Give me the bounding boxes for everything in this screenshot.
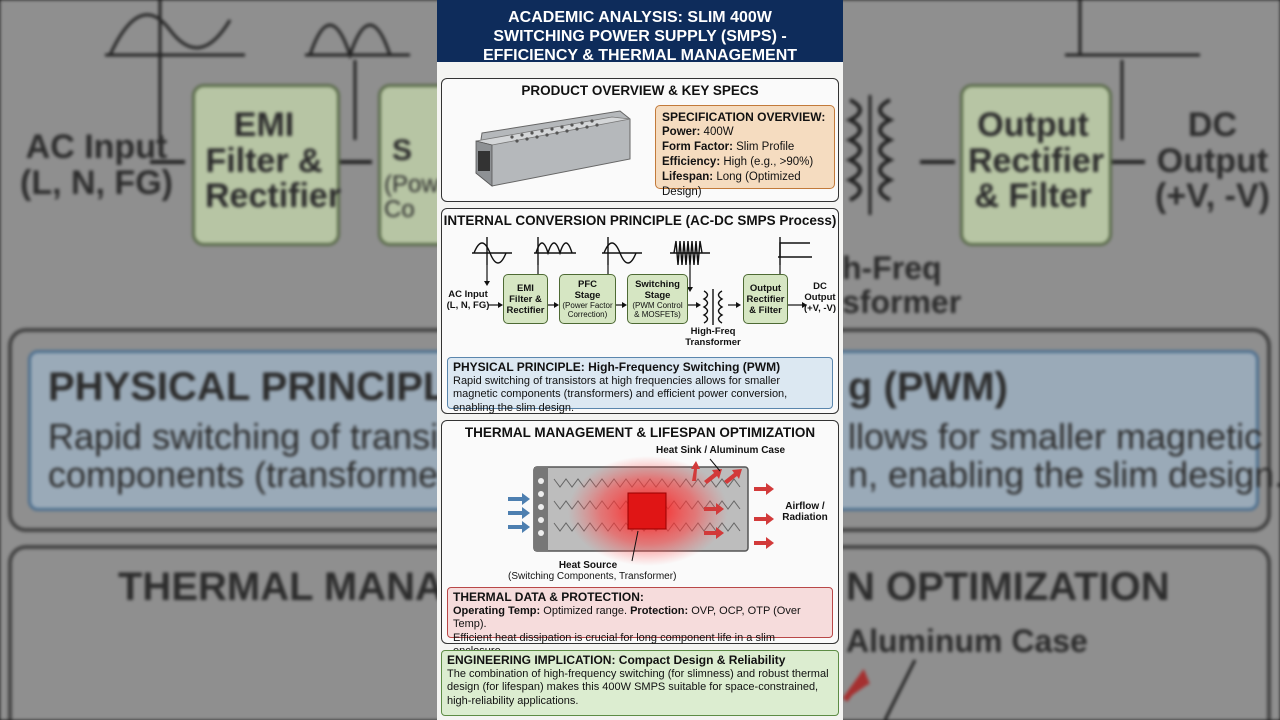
title-line-1: ACADEMIC ANALYSIS: SLIM 400W xyxy=(508,9,772,26)
spec-overview-box: SPECIFICATION OVERVIEW: Power: 400W Form… xyxy=(655,105,835,198)
bg-pfc-text: S xyxy=(392,134,413,167)
physical-principle-title: PHYSICAL PRINCIPLE: High-Frequency Switc… xyxy=(453,360,781,374)
overview-title: PRODUCT OVERVIEW & KEY SPECS xyxy=(521,83,759,98)
thermal-data-title: THERMAL DATA & PROTECTION: xyxy=(453,590,644,604)
conversion-section: INTERNAL CONVERSION PRINCIPLE (AC-DC SMP… xyxy=(441,208,839,414)
heat-sink-label: Heat Sink / Aluminum Case xyxy=(656,445,786,456)
ac-input-label: AC Input(L, N, FG) xyxy=(446,289,490,311)
bg-thermal-left: THERMAL MANA xyxy=(118,565,444,609)
bg-physical-title: PHYSICAL PRINCIPLE: xyxy=(48,365,488,409)
bg-emi-box xyxy=(192,84,340,246)
bg-thermal-right: N OPTIMIZATION xyxy=(846,565,1170,609)
bg-output-box xyxy=(960,84,1112,246)
spec-efficiency: Efficiency: High (e.g., >90%) xyxy=(662,156,814,168)
psu-product-image xyxy=(475,110,631,187)
engineering-implication-box: ENGINEERING IMPLICATION: Compact Design … xyxy=(441,650,839,716)
bg-ac-input: AC Input(L, N, FG) xyxy=(20,128,173,202)
infographic-card: ACADEMIC ANALYSIS: SLIM 400W SWITCHING P… xyxy=(437,0,843,720)
bg-pwm-title: g (PWM) xyxy=(848,365,1008,409)
conversion-title: INTERNAL CONVERSION PRINCIPLE (AC-DC SMP… xyxy=(443,213,837,228)
title-line-2: SWITCHING POWER SUPPLY (SMPS) - xyxy=(493,28,787,45)
title-line-3: EFFICIENCY & THERMAL MANAGEMENT xyxy=(482,47,798,64)
thermal-title: THERMAL MANAGEMENT & LIFESPAN OPTIMIZATI… xyxy=(464,425,816,440)
thermal-data-items: Operating Temp: Optimized range. Protect… xyxy=(453,604,801,631)
spec-power: Power: 400W xyxy=(662,126,734,138)
spec-form-factor: Form Factor: Slim Profile xyxy=(662,141,795,153)
physical-principle-text: Rapid switching of transistors at high f… xyxy=(453,374,788,414)
overview-section: PRODUCT OVERVIEW & KEY SPECS SPECIFICATI… xyxy=(441,78,839,202)
page-title: ACADEMIC ANALYSIS: SLIM 400W SWITCHING P… xyxy=(437,0,843,64)
physical-principle-box: PHYSICAL PRINCIPLE: High-Frequency Switc… xyxy=(447,357,833,414)
spec-lifespan: Lifespan: Long (Optimized Design) xyxy=(662,171,801,198)
implication-text: The combination of high-frequency switch… xyxy=(447,667,829,707)
thermal-section: THERMAL MANAGEMENT & LIFESPAN OPTIMIZATI… xyxy=(441,420,839,657)
bg-aluminum: Aluminum Case xyxy=(846,623,1088,659)
implication-title: ENGINEERING IMPLICATION: Compact Design … xyxy=(447,653,786,667)
thermal-diagram xyxy=(508,456,774,566)
thermal-data-box: THERMAL DATA & PROTECTION: Operating Tem… xyxy=(447,587,833,657)
spec-title: SPECIFICATION OVERVIEW: xyxy=(662,110,826,124)
heat-source-label: Heat Source(Switching Components, Transf… xyxy=(508,560,677,582)
airflow-label: Airflow /Radiation xyxy=(782,501,828,523)
